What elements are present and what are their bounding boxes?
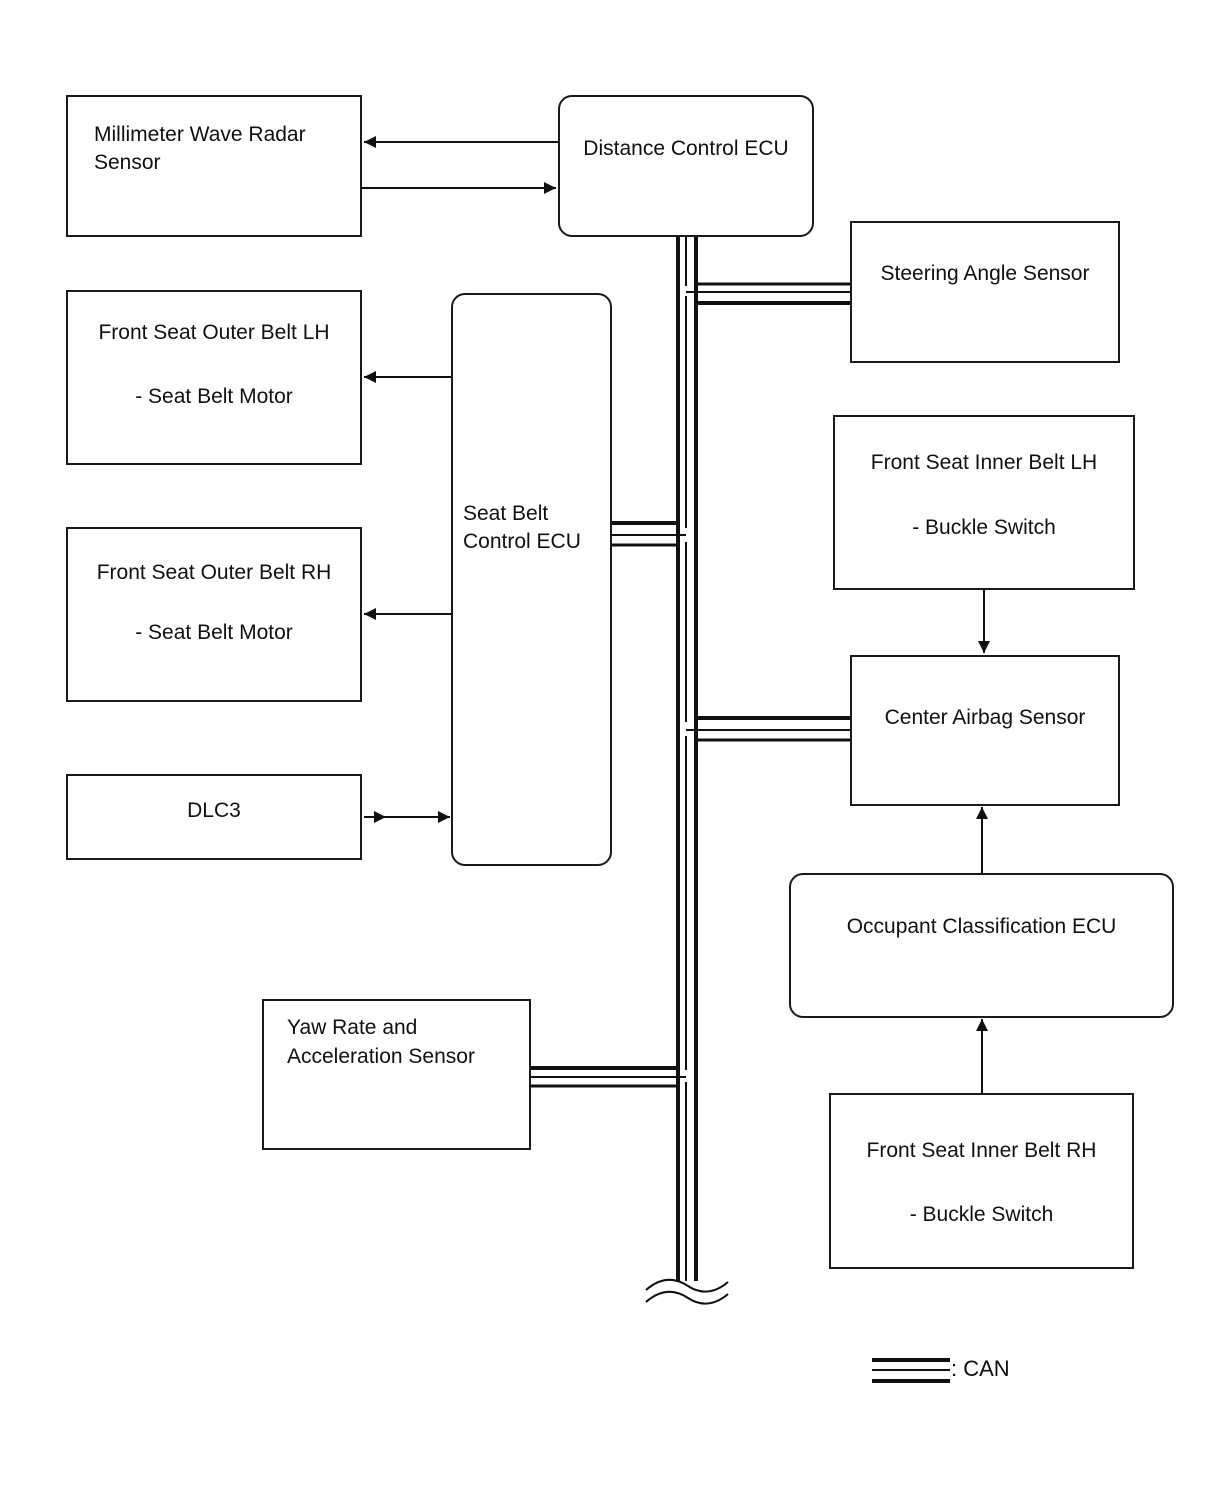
- yaw-rate-sensor-label-1: Yaw Rate and: [287, 1016, 418, 1039]
- center-airbag-sensor-label: Center Airbag Sensor: [884, 706, 1086, 729]
- can-bus: [676, 236, 698, 1290]
- outer-belt-rh-label-1: Front Seat Outer Belt RH: [96, 561, 332, 584]
- distance-control-ecu-box: Distance Control ECU: [558, 95, 814, 237]
- yaw-rate-sensor-box: Yaw Rate and Acceleration Sensor: [262, 999, 531, 1150]
- can-branch-seatbelt-ecu: [612, 521, 686, 547]
- occupant-classification-ecu-label: Occupant Classification ECU: [846, 915, 1117, 938]
- yaw-rate-sensor-label-2: Acceleration Sensor: [287, 1045, 475, 1068]
- inner-belt-rh-label-1: Front Seat Inner Belt RH: [866, 1139, 1097, 1162]
- inner-belt-lh-box: Front Seat Inner Belt LH - Buckle Switch: [833, 415, 1135, 590]
- can-branch-yaw: [531, 1066, 686, 1088]
- radar-sensor-label-1: Millimeter Wave Radar: [94, 123, 306, 146]
- inner-belt-lh-label-1: Front Seat Inner Belt LH: [870, 451, 1098, 474]
- center-airbag-sensor-box: Center Airbag Sensor: [850, 655, 1120, 806]
- seat-belt-control-ecu-box: Seat Belt Control ECU: [451, 293, 612, 866]
- seat-belt-control-ecu-label-2: Control ECU: [463, 530, 581, 553]
- inner-belt-rh-box: Front Seat Inner Belt RH - Buckle Switch: [829, 1093, 1134, 1269]
- dlc3-box: DLC3: [66, 774, 362, 860]
- can-branch-airbag: [686, 716, 850, 742]
- outer-belt-lh-label-2: - Seat Belt Motor: [135, 385, 293, 408]
- can-branch-steering: [686, 282, 850, 305]
- legend-can-swatch: [872, 1358, 950, 1383]
- distance-control-ecu-label: Distance Control ECU: [583, 137, 789, 160]
- outer-belt-rh-label-2: - Seat Belt Motor: [135, 621, 293, 644]
- inner-belt-rh-label-2: - Buckle Switch: [909, 1203, 1054, 1226]
- can-bus-break-symbol: [645, 1278, 729, 1305]
- outer-belt-rh-box: Front Seat Outer Belt RH - Seat Belt Mot…: [66, 527, 362, 702]
- legend-can-label: : CAN: [951, 1356, 1010, 1381]
- steering-angle-sensor-box: Steering Angle Sensor: [850, 221, 1120, 363]
- radar-sensor-label-2: Sensor: [94, 151, 161, 174]
- radar-sensor-box: Millimeter Wave Radar Sensor: [66, 95, 362, 237]
- outer-belt-lh-box: Front Seat Outer Belt LH - Seat Belt Mot…: [66, 290, 362, 465]
- occupant-classification-ecu-box: Occupant Classification ECU: [789, 873, 1174, 1018]
- steering-angle-sensor-label: Steering Angle Sensor: [880, 262, 1090, 285]
- seat-belt-control-ecu-label-1: Seat Belt: [463, 502, 549, 525]
- inner-belt-lh-label-2: - Buckle Switch: [912, 516, 1056, 539]
- outer-belt-lh-label-1: Front Seat Outer Belt LH: [98, 321, 330, 344]
- dlc3-label: DLC3: [187, 799, 241, 822]
